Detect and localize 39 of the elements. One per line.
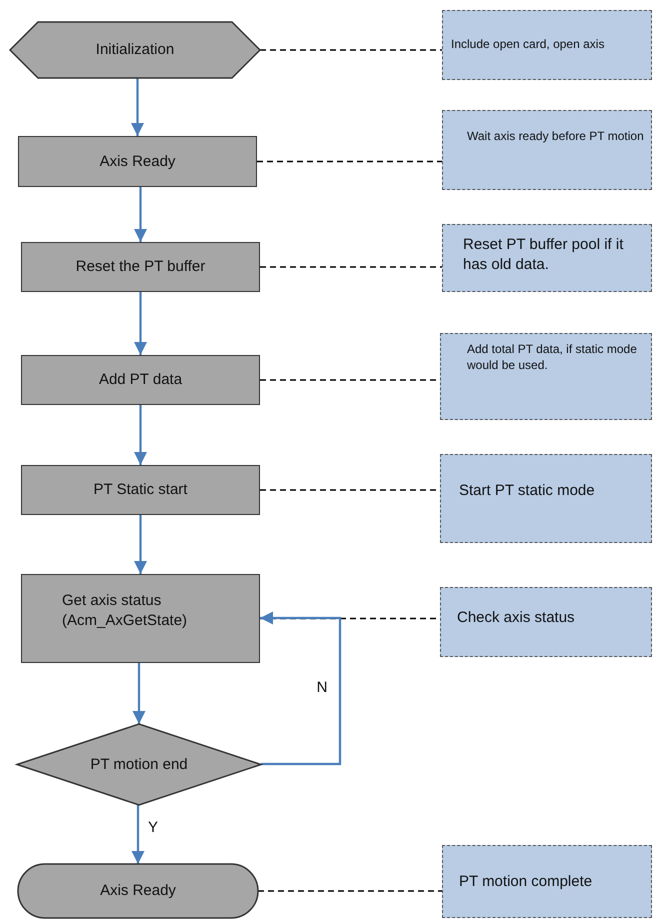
node-text: Add total PT data, if static mode would be used.	[467, 342, 638, 374]
arrow	[132, 663, 146, 724]
arrow	[134, 292, 148, 355]
node-text: Axis Ready	[100, 152, 176, 172]
dashed-connector	[257, 160, 442, 162]
node-text: Check axis status	[457, 608, 575, 628]
arrow	[134, 405, 148, 465]
node-text: Wait axis ready before PT motion	[467, 129, 644, 145]
note-box	[440, 333, 652, 420]
note-box	[442, 110, 652, 190]
node-text: Initialization	[96, 40, 174, 60]
node-text: PT Static start	[94, 480, 188, 500]
note-box	[442, 224, 652, 292]
note-box	[442, 845, 652, 918]
node-text: PT motion end	[90, 754, 188, 774]
arrow	[134, 187, 148, 242]
node-text: Get axis status (Acm_AxGetState)	[62, 591, 188, 630]
note-box	[440, 587, 652, 657]
note-box	[442, 10, 652, 80]
process-box	[18, 136, 257, 187]
node-text: Reset the PT buffer	[76, 257, 206, 277]
arrow	[134, 515, 148, 574]
node-text: Axis Ready	[100, 881, 176, 901]
node-text: Reset PT buffer pool if it has old data.	[463, 235, 624, 274]
node-text: Include open card, open axis	[451, 37, 604, 53]
node-text: Add PT data	[98, 370, 182, 390]
arrow	[260, 611, 342, 766]
process-box	[21, 355, 260, 405]
dashed-connector	[258, 890, 442, 892]
process-box	[21, 242, 260, 292]
node-text: PT motion complete	[459, 872, 592, 892]
arrow	[130, 78, 144, 136]
arrow	[131, 805, 145, 864]
dashed-connector	[260, 266, 442, 268]
node-text: Start PT static mode	[459, 481, 595, 500]
note-box	[440, 454, 652, 543]
process-box	[21, 465, 260, 515]
dashed-connector	[260, 49, 442, 51]
process-box	[21, 574, 260, 663]
